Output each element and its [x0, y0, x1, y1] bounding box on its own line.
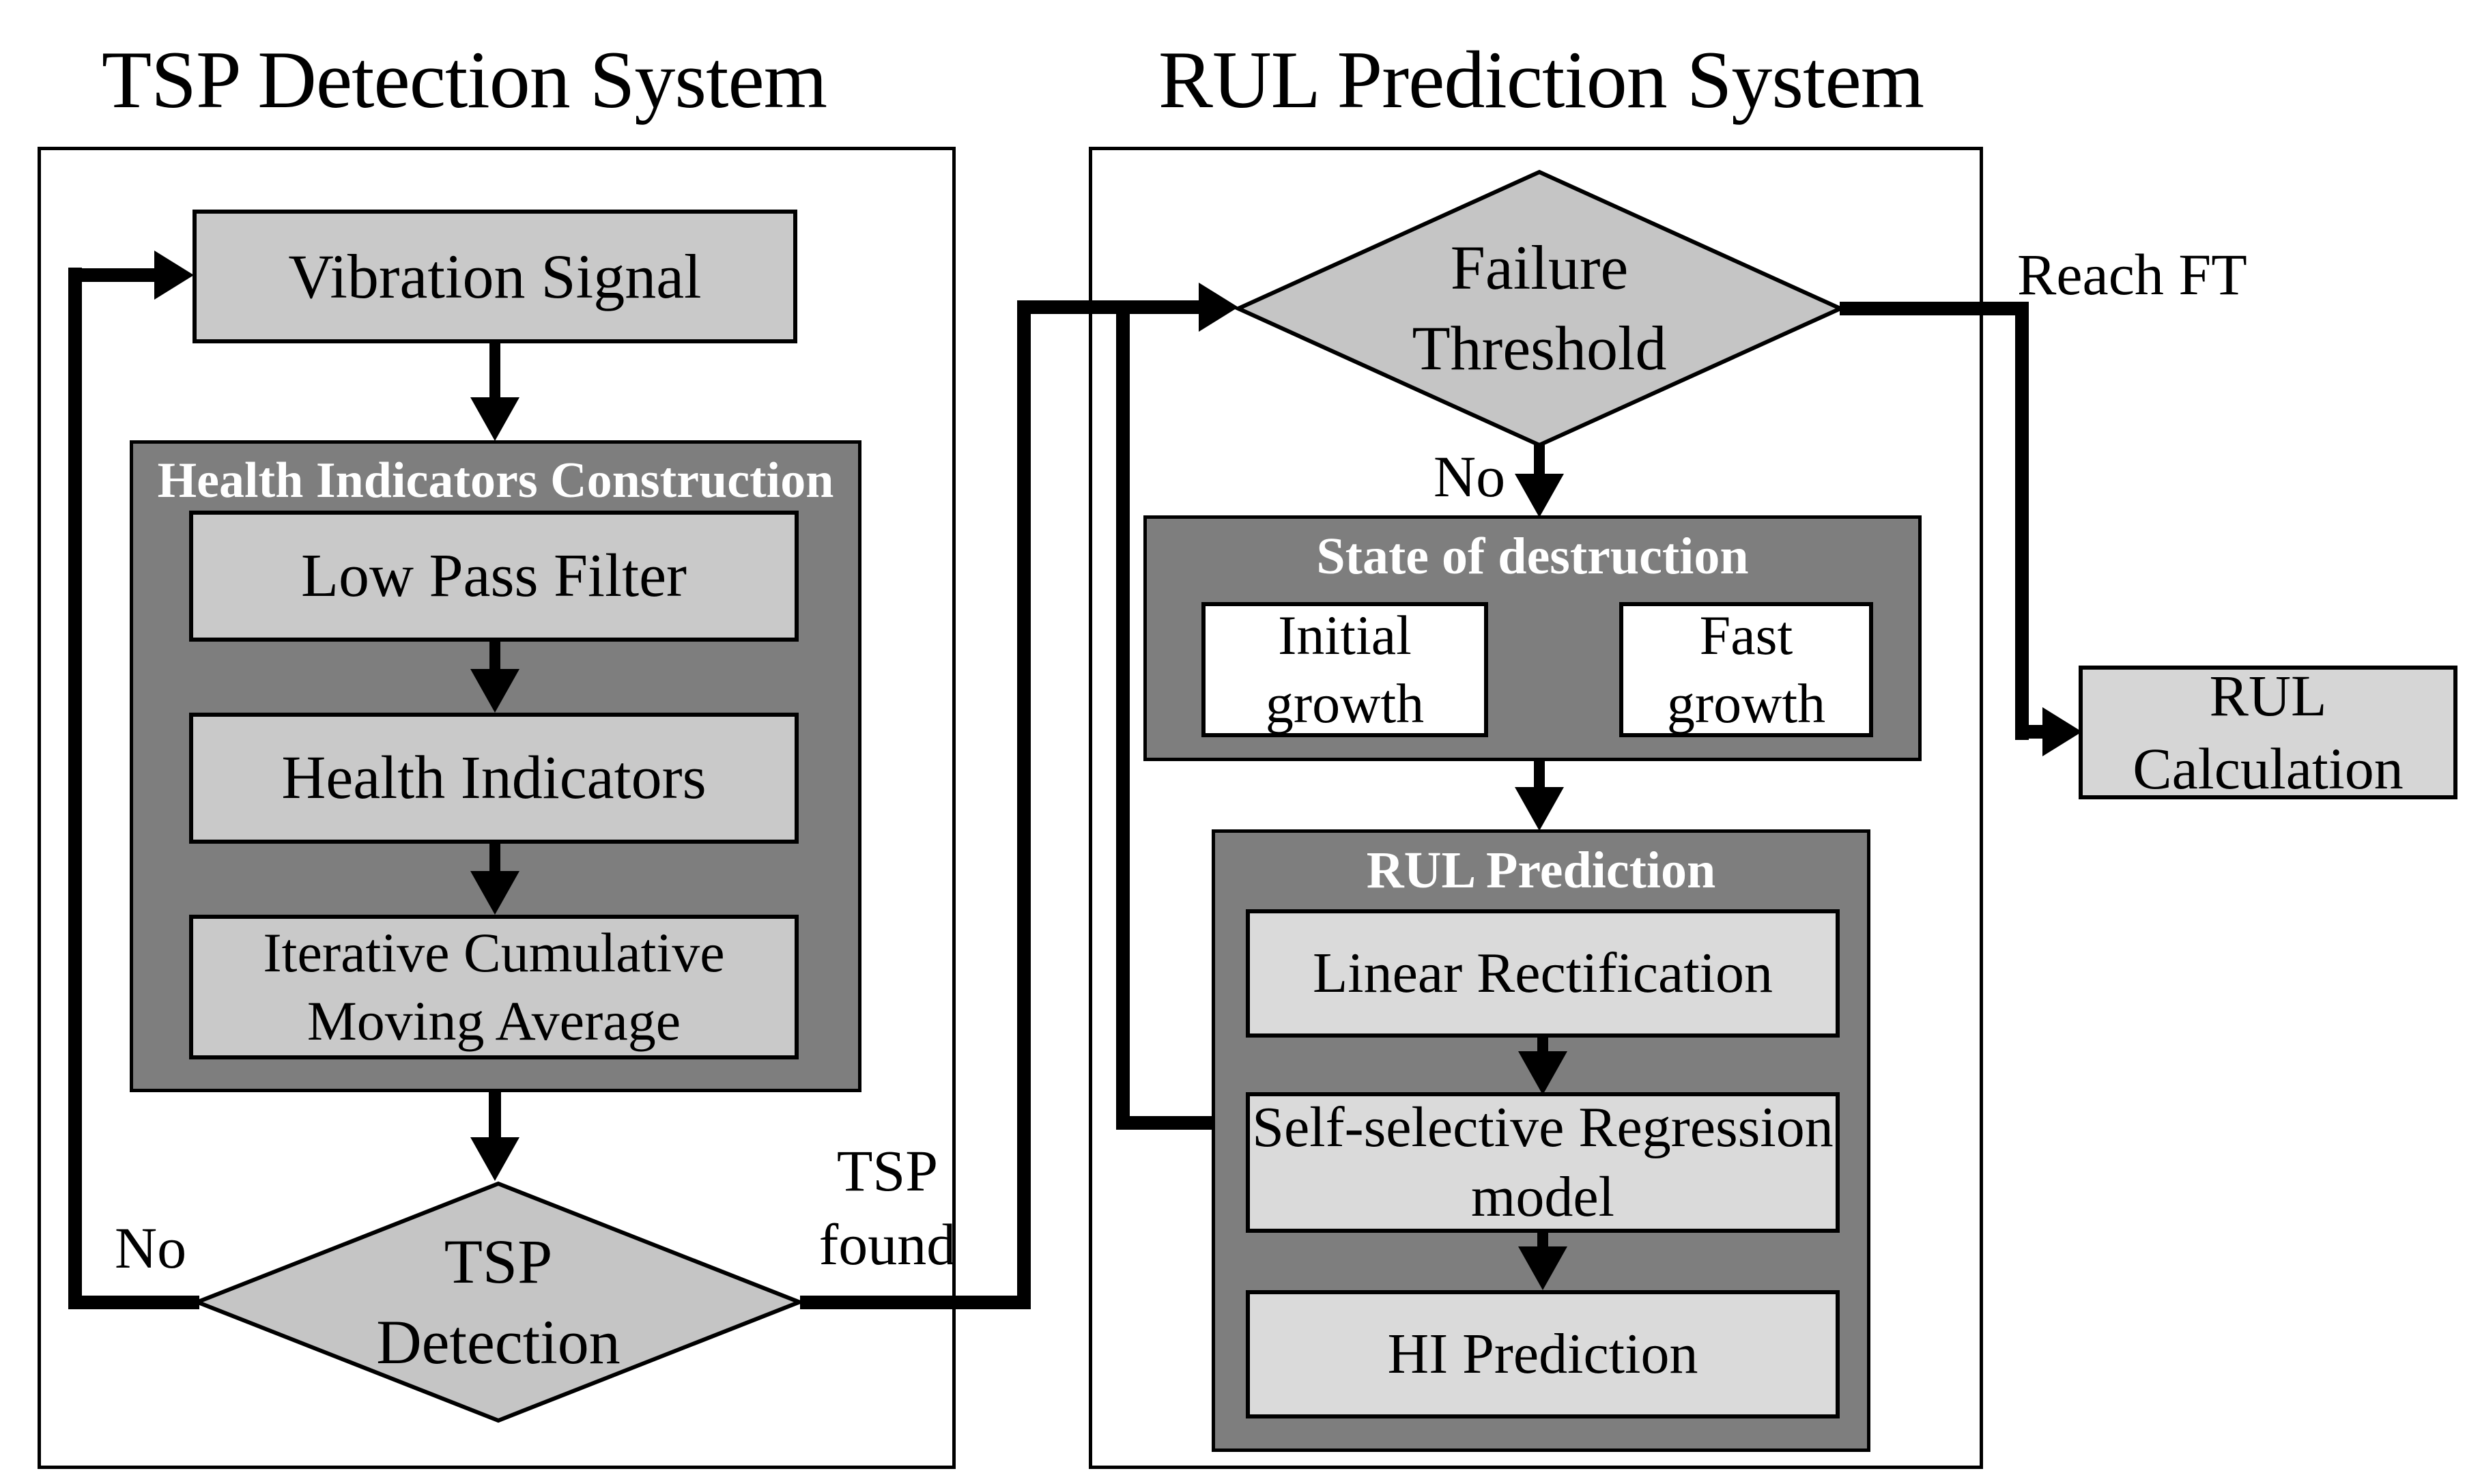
health-indicators-label: Health Indicators [281, 744, 707, 812]
tsp-no-loop-vertical-segment [68, 268, 82, 1309]
ssr-to-hip-arrowhead [1518, 1246, 1567, 1290]
fast-growth-label: Fast growth [1666, 603, 1826, 734]
tsp-detection-label: TSP Detection [376, 1226, 621, 1377]
hi-to-icma-arrow-shaft [489, 841, 500, 874]
tsp-no-loop-bottom-segment [68, 1296, 199, 1309]
tsp-found-arrowhead [1199, 283, 1238, 332]
health-indicators-construction-heading: Health Indicators Construction [157, 453, 834, 509]
tsp-found-label: TSP found [818, 1138, 956, 1277]
failure-threshold-decision: Failure Threshold [1233, 169, 1846, 448]
rul-prediction-system-title: RUL Prediction System [1158, 34, 1924, 125]
ssr-to-hip-arrow-shaft [1537, 1231, 1548, 1251]
tsp-no-loop-top-segment [68, 268, 156, 282]
rul-system-container [1089, 147, 1983, 1469]
lr-to-ssr-arrow-shaft [1537, 1036, 1548, 1055]
iterative-cma-label: Iterative Cumulative Moving Average [263, 921, 725, 1052]
tsp-detection-system-title: TSP Detection System [101, 34, 827, 125]
regression-loop-vertical-segment [1116, 307, 1130, 1130]
hic-to-tsp-arrowhead [470, 1137, 519, 1181]
vibration-to-hic-arrow-shaft [489, 341, 500, 399]
tsp-found-bottom-segment [800, 1296, 1031, 1309]
tsp-detection-diamond-shape [191, 1181, 806, 1423]
reach-ft-top-segment [1840, 302, 2029, 315]
initial-growth-label: Initial growth [1265, 603, 1425, 734]
tsp-found-vertical-segment [1017, 300, 1031, 1309]
vibration-signal-box: Vibration Signal [193, 210, 797, 343]
tsp-no-label: No [115, 1215, 187, 1281]
linear-rectification-box: Linear Rectification [1246, 909, 1840, 1038]
hic-to-tsp-arrow-shaft [489, 1091, 501, 1140]
lpf-to-hi-arrow-shaft [489, 639, 500, 672]
health-indicators-box: Health Indicators [189, 713, 799, 844]
iterative-cma-box: Iterative Cumulative Moving Average [189, 915, 799, 1059]
failure-threshold-diamond-shape [1233, 169, 1846, 448]
low-pass-filter-label: Low Pass Filter [300, 542, 687, 610]
tsp-no-loop-arrowhead [154, 251, 194, 300]
reach-ft-arrowhead [2042, 707, 2082, 756]
rul-prediction-heading: RUL Prediction [1366, 842, 1716, 899]
vibration-to-hic-arrowhead [470, 397, 519, 441]
vibration-signal-label: Vibration Signal [288, 241, 702, 311]
reach-ft-label: Reach FT [2017, 242, 2247, 307]
hi-prediction-box: HI Prediction [1246, 1290, 1840, 1418]
linear-rectification-label: Linear Rectification [1312, 941, 1773, 1005]
hi-prediction-label: HI Prediction [1387, 1322, 1698, 1386]
state-to-rulprediction-arrowhead [1515, 787, 1564, 831]
tsp-detection-decision: TSP Detection [191, 1181, 806, 1423]
self-selective-regression-box: Self-selective Regression model [1246, 1092, 1840, 1233]
self-selective-regression-label: Self-selective Regression model [1252, 1095, 1834, 1229]
rul-calculation-label: RUL Calculation [2133, 662, 2404, 802]
threshold-no-arrowhead [1515, 474, 1564, 517]
tsp-found-top-segment [1017, 300, 1203, 314]
hi-to-icma-arrowhead [470, 871, 519, 915]
rul-calculation-box: RUL Calculation [2079, 663, 2457, 801]
reach-ft-vertical-segment [2015, 302, 2029, 740]
lpf-to-hi-arrowhead [470, 669, 519, 713]
regression-loop-horizontal-segment [1116, 1116, 1215, 1130]
tsp-system-container [38, 147, 956, 1469]
state-to-rulprediction-arrow-shaft [1534, 760, 1545, 790]
threshold-no-arrow-shaft [1534, 442, 1545, 478]
lr-to-ssr-arrowhead [1518, 1051, 1567, 1095]
low-pass-filter-box: Low Pass Filter [189, 511, 799, 642]
threshold-no-label: No [1434, 444, 1506, 509]
initial-growth-box: Initial growth [1201, 602, 1488, 737]
failure-threshold-label: Failure Threshold [1412, 233, 1667, 383]
reach-ft-bottom-segment [2015, 725, 2047, 739]
fast-growth-box: Fast growth [1619, 602, 1873, 737]
state-of-destruction-heading: State of destruction [1316, 528, 1749, 585]
